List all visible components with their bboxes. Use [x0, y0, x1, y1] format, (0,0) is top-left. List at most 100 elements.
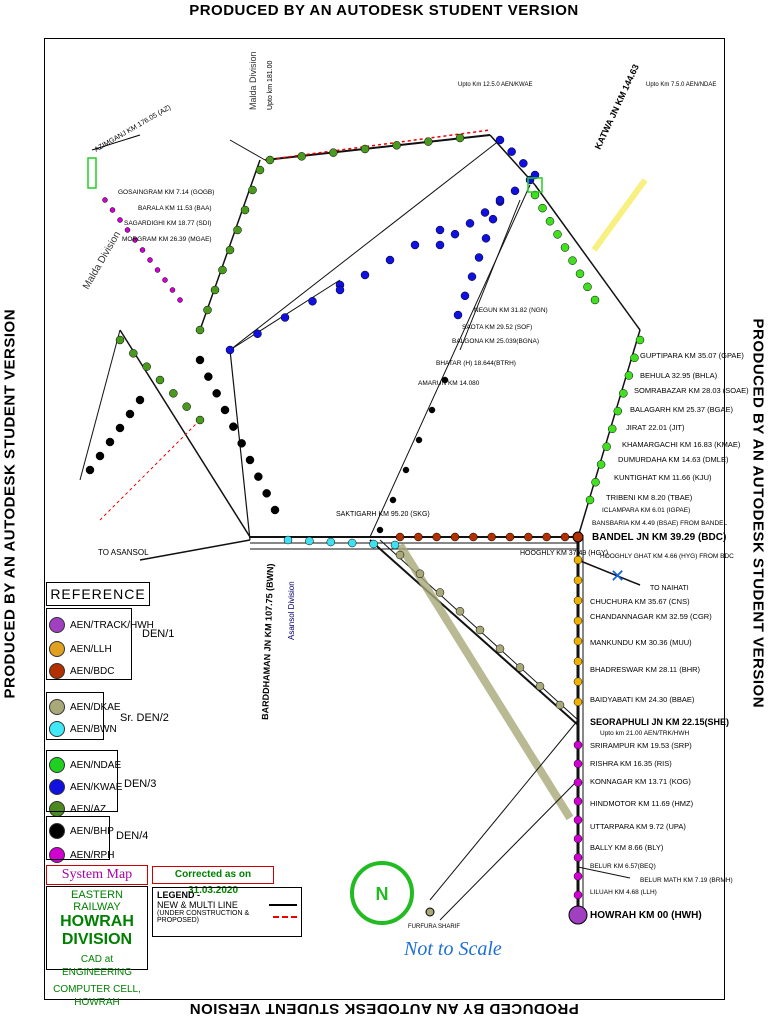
station-dot[interactable] [329, 148, 338, 157]
station-dot[interactable] [124, 227, 131, 233]
station-dot[interactable] [573, 815, 583, 825]
station-dot[interactable] [270, 505, 280, 515]
station-dot[interactable] [240, 205, 250, 215]
station-dot[interactable] [469, 532, 478, 542]
station-dot[interactable] [573, 677, 583, 686]
station-dot[interactable] [203, 305, 212, 315]
station-dot[interactable] [305, 536, 314, 546]
station-dot[interactable] [395, 550, 405, 560]
station-dot[interactable] [432, 532, 441, 542]
station-dot[interactable] [415, 569, 425, 578]
station-dot[interactable] [560, 243, 570, 252]
station-dot[interactable] [475, 625, 485, 635]
station-dot[interactable] [115, 423, 125, 433]
station-dot[interactable] [95, 451, 105, 461]
station-dot[interactable] [392, 141, 401, 150]
station-dot[interactable] [635, 335, 645, 345]
station-dot[interactable] [132, 237, 138, 243]
station-dot[interactable] [450, 532, 460, 542]
station-dot[interactable] [220, 405, 230, 415]
station-dot[interactable] [624, 371, 634, 380]
station-dot[interactable] [613, 406, 623, 416]
station-dot[interactable] [573, 576, 583, 585]
bandel-junction[interactable] [572, 531, 584, 543]
station-dot[interactable] [507, 147, 516, 156]
station-dot[interactable] [169, 287, 176, 293]
station-dot[interactable] [335, 285, 345, 295]
station-dot[interactable] [553, 230, 562, 239]
station-dot[interactable] [376, 526, 384, 534]
station-dot[interactable] [573, 657, 583, 666]
station-dot[interactable] [573, 834, 583, 843]
station-dot[interactable] [585, 495, 595, 505]
station-dot[interactable] [237, 439, 246, 448]
station-dot[interactable] [424, 137, 433, 146]
station-dot[interactable] [573, 778, 583, 787]
station-dot[interactable] [212, 389, 221, 398]
station-dot[interactable] [596, 460, 606, 469]
station-dot[interactable] [515, 663, 525, 672]
station-dot[interactable] [360, 144, 370, 154]
station-dot[interactable] [125, 409, 135, 419]
station-dot[interactable] [590, 295, 600, 305]
station-dot[interactable] [360, 270, 370, 280]
station-dot[interactable] [465, 219, 475, 228]
station-dot[interactable] [505, 532, 515, 542]
station-dot[interactable] [455, 607, 465, 616]
station-dot[interactable] [481, 234, 491, 243]
station-dot[interactable] [573, 636, 583, 646]
station-dot[interactable] [428, 406, 436, 414]
station-dot[interactable] [147, 257, 153, 263]
station-dot[interactable] [402, 466, 410, 474]
station-dot[interactable] [129, 349, 138, 358]
station-dot[interactable] [573, 872, 583, 881]
station-dot[interactable] [225, 345, 235, 355]
station-dot[interactable] [545, 217, 555, 226]
station-dot[interactable] [583, 282, 592, 292]
station-dot[interactable] [538, 203, 547, 213]
station-dot[interactable] [102, 197, 108, 203]
station-dot[interactable] [248, 185, 257, 195]
station-dot[interactable] [139, 247, 146, 253]
station-dot[interactable] [254, 472, 263, 481]
station-dot[interactable] [225, 245, 235, 255]
station-dot[interactable] [410, 240, 420, 250]
station-dot[interactable] [602, 442, 611, 451]
station-dot[interactable] [162, 277, 168, 283]
station-dot[interactable] [135, 395, 145, 405]
station-dot[interactable] [573, 759, 583, 768]
station-dot[interactable] [390, 540, 400, 550]
station-dot[interactable] [630, 353, 639, 363]
station-dot[interactable] [369, 539, 378, 549]
station-dot[interactable] [115, 335, 125, 345]
station-dot[interactable] [441, 376, 449, 384]
station-dot[interactable] [218, 265, 227, 275]
station-dot[interactable] [182, 402, 191, 411]
station-dot[interactable] [233, 225, 242, 235]
station-dot[interactable] [573, 797, 583, 806]
station-dot[interactable] [524, 532, 533, 542]
station-dot[interactable] [575, 269, 585, 278]
station-dot[interactable] [573, 890, 583, 900]
station-dot[interactable] [467, 272, 477, 281]
station-dot[interactable] [460, 291, 470, 301]
station-dot[interactable] [109, 207, 116, 213]
station-dot[interactable] [105, 437, 115, 447]
station-dot[interactable] [495, 644, 505, 653]
station-dot[interactable] [229, 422, 238, 431]
howrah-terminus[interactable] [568, 905, 588, 925]
station-dot[interactable] [177, 297, 183, 303]
station-dot[interactable] [495, 195, 505, 205]
station-dot[interactable] [487, 532, 496, 542]
station-dot[interactable] [142, 362, 151, 371]
station-dot[interactable] [210, 285, 220, 295]
station-dot[interactable] [573, 740, 583, 750]
station-dot[interactable] [435, 240, 445, 250]
station-dot[interactable] [154, 267, 161, 273]
station-dot[interactable] [619, 389, 628, 398]
station-dot[interactable] [195, 415, 205, 425]
station-dot[interactable] [573, 555, 583, 565]
station-dot[interactable] [255, 165, 265, 175]
station-dot[interactable] [555, 700, 565, 710]
